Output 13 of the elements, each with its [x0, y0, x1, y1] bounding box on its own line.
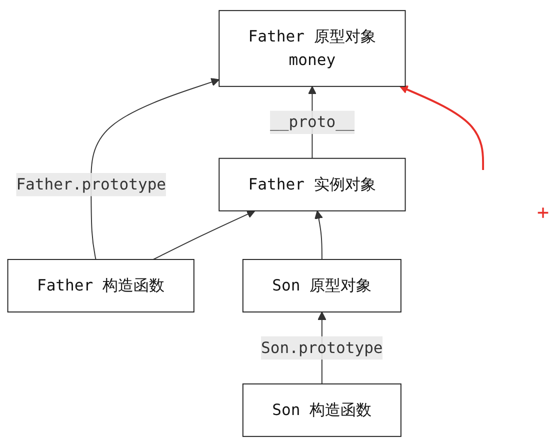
node-box: Father 原型对象 money: [218, 10, 406, 87]
node-box: Son 构造函数: [242, 383, 402, 437]
arrow: [152, 210, 256, 260]
node-box: Father 构造函数: [7, 259, 194, 312]
edge-label: Son.prototype: [261, 338, 383, 357]
arrow: [90, 78, 220, 260]
node-box: Father 实例对象: [218, 158, 406, 212]
arrow: [314, 210, 323, 260]
node-box: Son 原型对象: [242, 259, 402, 312]
edge-label: __proto__: [270, 112, 354, 132]
edge-label: Father.prototype: [16, 174, 166, 194]
arrow: [399, 86, 484, 170]
plus-mark: +: [536, 200, 549, 224]
